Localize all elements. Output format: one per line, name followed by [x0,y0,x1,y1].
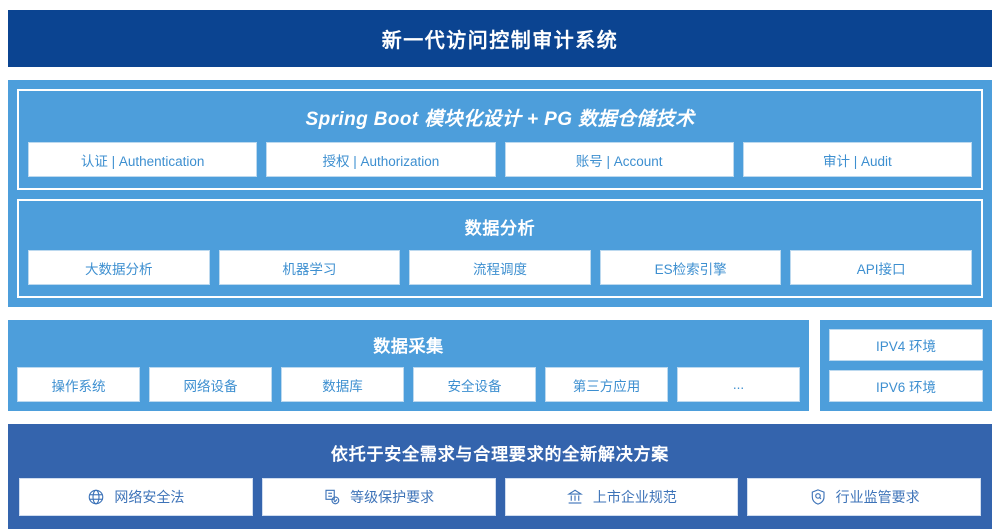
chip-industry-regulation[interactable]: 行业监管要求 [747,478,981,516]
page-header: 新一代访问控制审计系统 [8,10,992,67]
platform-title: Spring Boot 模块化设计 + PG 数据仓储技术 [305,109,695,130]
chip-cybersecurity-law[interactable]: 网络安全法 [19,478,253,516]
page-title: 新一代访问控制审计系统 [381,30,619,52]
chip-label: 行业监管要求 [835,489,920,505]
chip-api-interface[interactable]: API接口 [790,250,972,285]
chip-classified-protection[interactable]: 等级保护要求 [261,478,496,516]
platform-group: Spring Boot 模块化设计 + PG 数据仓储技术 认证 | Authe… [17,89,983,190]
chip-big-data-analysis[interactable]: 大数据分析 [28,250,210,285]
chip-security-device[interactable]: 安全设备 [413,367,536,402]
chip-database[interactable]: 数据库 [281,367,404,402]
chip-machine-learning[interactable]: 机器学习 [218,250,401,285]
chip-ipv4-environment[interactable]: IPV4 环境 [829,329,983,361]
chip-account[interactable]: 账号 | Account [504,142,734,177]
analysis-title: 数据分析 [464,219,536,238]
collection-title: 数据采集 [373,337,444,356]
chip-listed-enterprise-standard[interactable]: 上市企业规范 [504,478,739,516]
platform-chip-row: 认证 | Authentication 授权 | Authorization 账… [28,142,972,177]
chip-network-device[interactable]: 网络设备 [149,367,272,402]
chip-third-party-app[interactable]: 第三方应用 [545,367,668,402]
platform-panel: Spring Boot 模块化设计 + PG 数据仓储技术 认证 | Authe… [8,80,992,307]
chip-more[interactable]: ... [677,367,800,402]
shield-search-icon [809,488,827,506]
chip-authorization[interactable]: 授权 | Authorization [266,142,496,177]
compliance-chip-row: 网络安全法 等级保护要求 [19,478,981,516]
document-check-icon [323,488,341,506]
bank-icon [566,488,584,506]
chip-es-search-engine[interactable]: ES检索引擎 [599,250,782,285]
chip-audit[interactable]: 审计 | Audit [742,142,972,177]
chip-authentication[interactable]: 认证 | Authentication [28,142,258,177]
collection-panel: 数据采集 操作系统 网络设备 数据库 安全设备 第三方应用 ... [8,320,809,411]
collection-chip-row: 操作系统 网络设备 数据库 安全设备 第三方应用 ... [17,367,800,402]
compliance-title: 依托于安全需求与合理要求的全新解决方案 [330,445,670,464]
chip-operating-system[interactable]: 操作系统 [17,367,140,402]
chip-label: 等级保护要求 [350,489,435,505]
chip-ipv6-environment[interactable]: IPV6 环境 [829,370,983,402]
chip-label: 网络安全法 [114,489,185,505]
globe-icon [87,488,105,506]
collection-row: 数据采集 操作系统 网络设备 数据库 安全设备 第三方应用 ... IPV4 环… [8,320,992,411]
analysis-group: 数据分析 大数据分析 机器学习 流程调度 ES检索引擎 API接口 [17,199,983,298]
analysis-chip-row: 大数据分析 机器学习 流程调度 ES检索引擎 API接口 [28,250,972,285]
chip-process-scheduling[interactable]: 流程调度 [409,250,591,285]
chip-label: 上市企业规范 [592,489,677,505]
environment-panel: IPV4 环境 IPV6 环境 [820,320,992,411]
compliance-panel: 依托于安全需求与合理要求的全新解决方案 网络安全法 [8,424,992,529]
